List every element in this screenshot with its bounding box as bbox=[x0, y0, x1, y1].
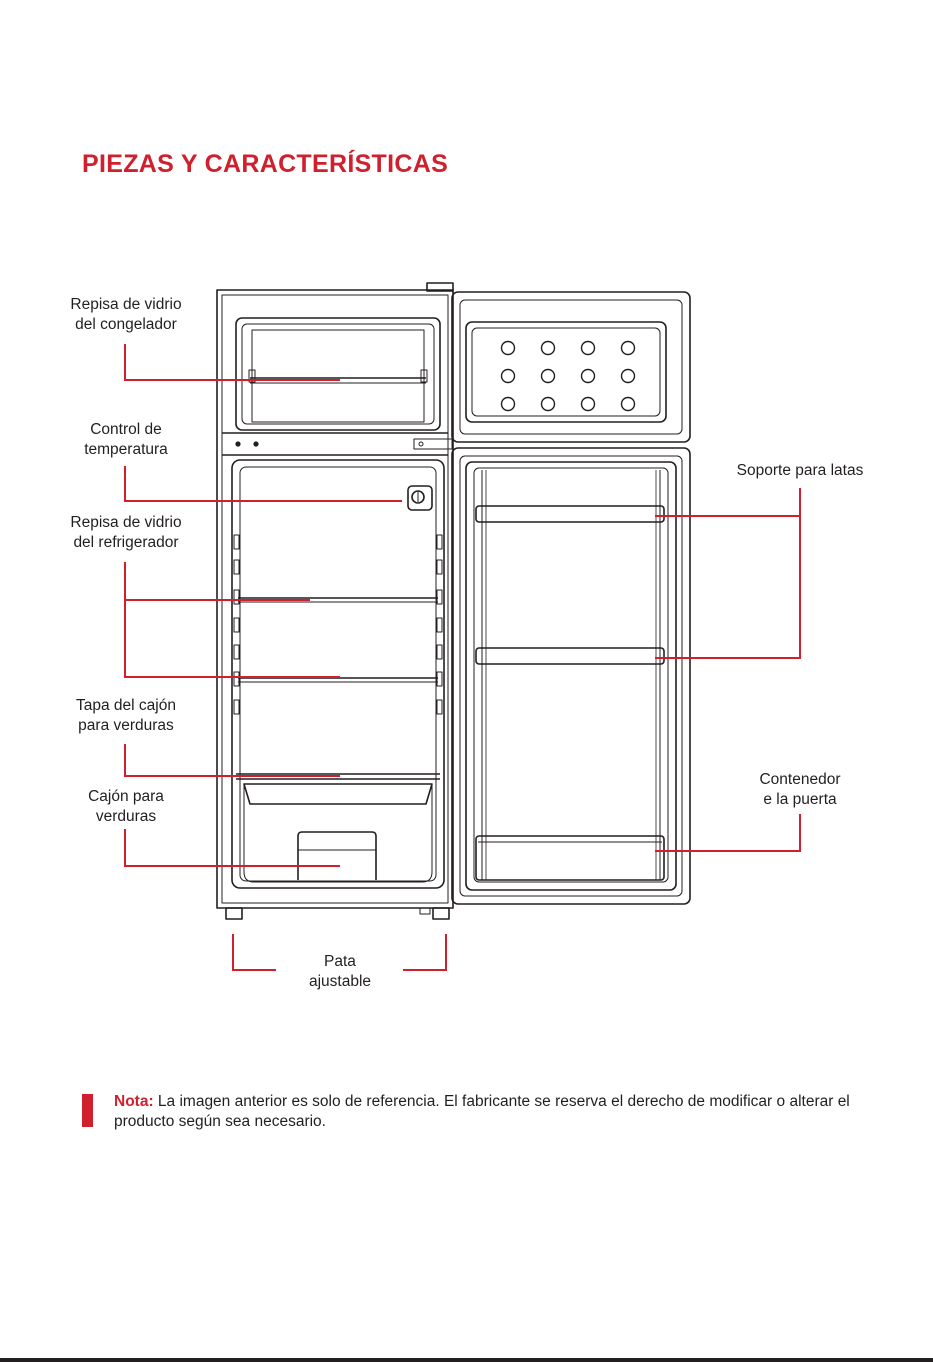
fridge-door bbox=[451, 447, 691, 905]
leader-crisper-drawer bbox=[124, 829, 340, 867]
leader-door-bin bbox=[655, 814, 801, 852]
leader-temp-control bbox=[124, 466, 402, 502]
leader-can-rack bbox=[655, 488, 801, 659]
note-body: La imagen anterior es solo de referencia… bbox=[114, 1093, 850, 1130]
freezer-compartment bbox=[235, 317, 441, 431]
bottom-rule bbox=[0, 1358, 933, 1362]
label-can-rack: Soporte para latas bbox=[736, 462, 864, 479]
divider-strip bbox=[222, 432, 453, 456]
page-title: PIEZAS Y CARACTERÍSTICAS bbox=[82, 150, 449, 178]
leader-freezer-shelf bbox=[124, 344, 340, 381]
fridge-compartment bbox=[231, 459, 445, 889]
note-label: Nota: bbox=[114, 1093, 154, 1110]
note-text: Nota: La imagen anterior es solo de refe… bbox=[114, 1092, 894, 1132]
leader-leg-right bbox=[403, 934, 447, 971]
note-accent-bar bbox=[82, 1094, 93, 1127]
leader-leg-left bbox=[232, 934, 276, 971]
freezer-door bbox=[451, 291, 691, 443]
leader-crisper-cover bbox=[124, 744, 340, 777]
